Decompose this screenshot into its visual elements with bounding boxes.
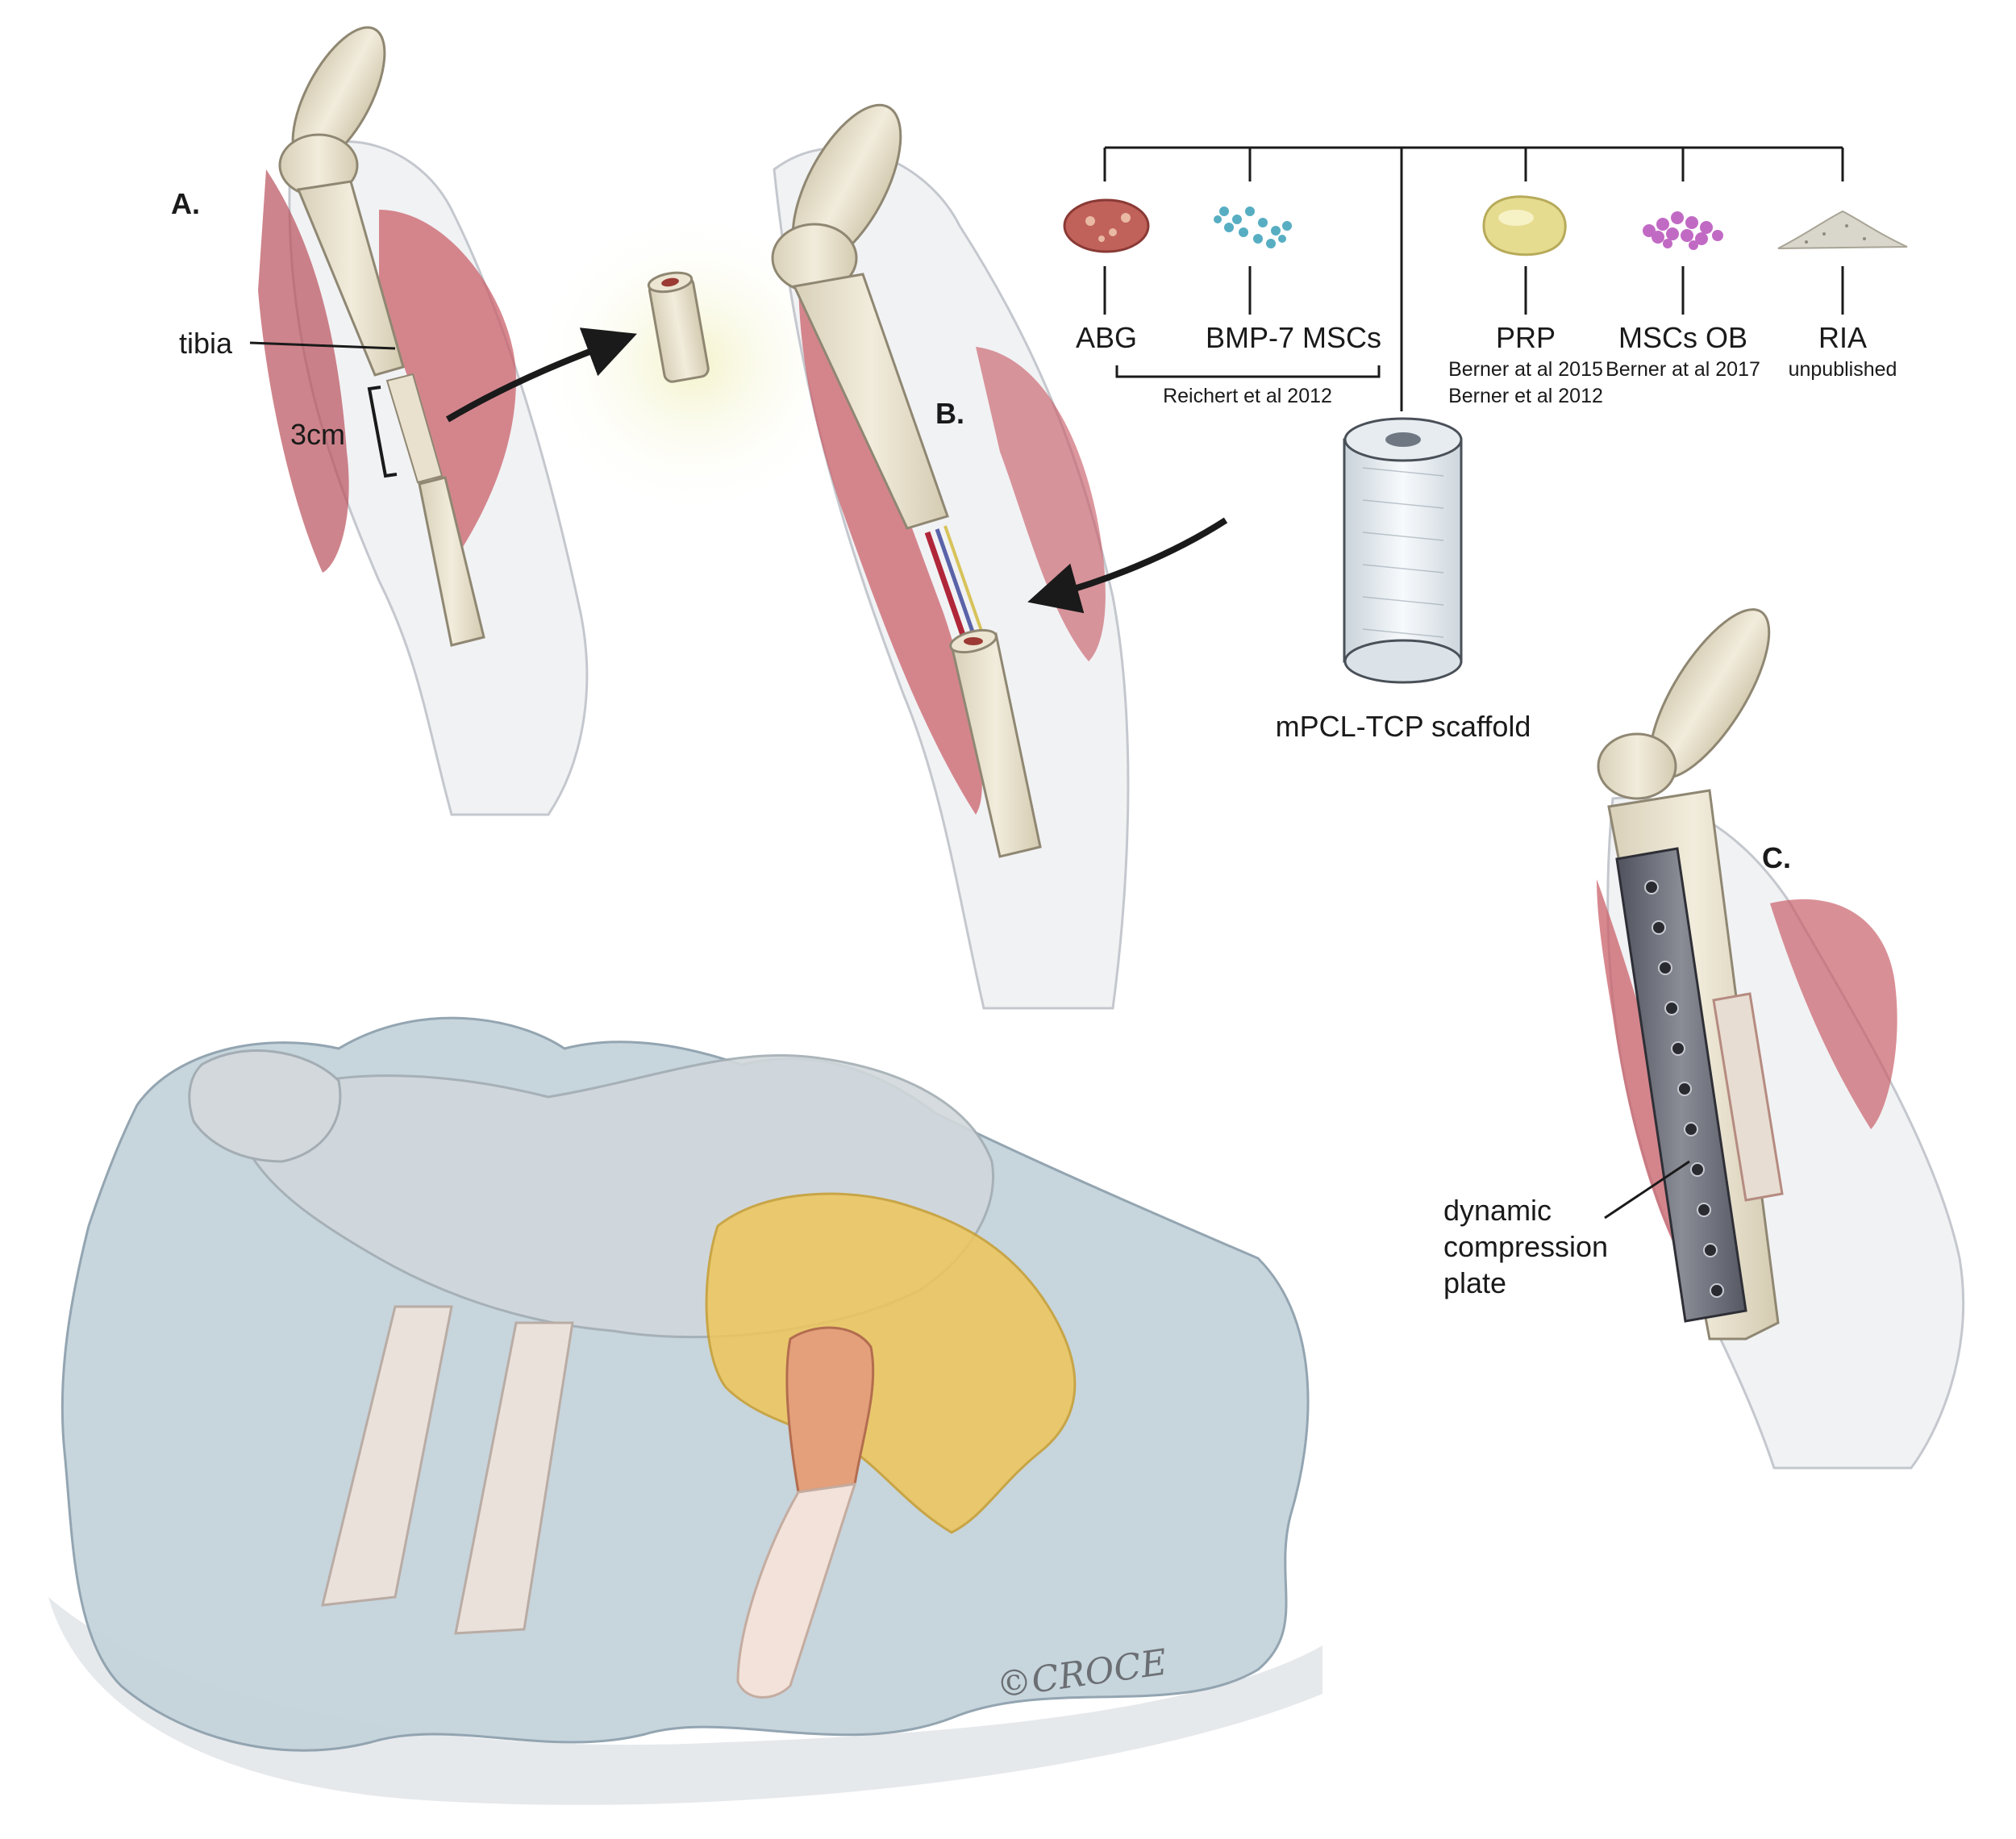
option-label-mscs: MSCs [1302, 321, 1381, 354]
scaffold-cylinder [1343, 417, 1463, 684]
removed-bone-segment [647, 271, 710, 383]
muscle-c-back [1770, 899, 1897, 1129]
panel-c-leg [1597, 608, 1965, 1470]
knee-c [1597, 732, 1677, 800]
sheep-leg-front-2 [454, 1321, 574, 1635]
panel-a-leg [258, 26, 589, 816]
drape-shadow [48, 1597, 1322, 1805]
prp-ref-1: Berner at al 2015 [1448, 358, 1603, 381]
group-bracket [1115, 365, 1381, 378]
scaffold-label: mPCL-TCP scaffold [1275, 710, 1531, 743]
defect-length-label: 3cm [290, 418, 346, 451]
msc-ob-beads-icon [1643, 211, 1723, 250]
tibia-label: tibia [179, 327, 233, 360]
plate-label-line-3: plate [1443, 1266, 1507, 1299]
arrow-b [1027, 517, 1228, 614]
tibia-a-upper [296, 180, 405, 377]
msc-ob-ref: Berner at al 2017 [1606, 358, 1760, 381]
operated-leg-dressing [785, 1326, 875, 1494]
sheep-leg-front-1 [321, 1305, 453, 1607]
prp-drop-icon [1482, 195, 1567, 256]
sheep-drape-scene [48, 1016, 1322, 1805]
panel-label-b: B. [935, 397, 964, 430]
plate-label-line-2: compression [1443, 1230, 1609, 1263]
group-ref: Reichert et al 2012 [1163, 385, 1332, 407]
tibia-b-upper [792, 273, 949, 530]
options-tree [1103, 146, 1844, 411]
vessel-yellow [943, 525, 983, 632]
option-label-bmp7: BMP-7 [1205, 321, 1295, 354]
panel-label-c: C. [1762, 841, 1791, 874]
option-label-abg: ABG [1075, 321, 1138, 354]
tibia-a-defect [385, 373, 444, 484]
sheep-head [188, 1049, 342, 1163]
option-label-msc-ob: MSCs OB [1618, 321, 1748, 354]
muscle-a-front [258, 169, 349, 573]
compression-plate [1615, 847, 1747, 1323]
vessel-red [924, 531, 967, 639]
prp-ref-2: Berner et al 2012 [1448, 385, 1603, 407]
plate-leader-line [1604, 1160, 1690, 1220]
muscle-b-front [798, 274, 982, 815]
panel-b-leg [771, 103, 1130, 1010]
muscle-a-back [379, 210, 516, 565]
tibia-a-lower [418, 476, 485, 647]
panel-label-a: A. [171, 187, 200, 220]
bmp7-beads-icon [1214, 206, 1292, 248]
abg-graft-icon [1063, 198, 1150, 253]
plate-label-line-1: dynamic [1443, 1194, 1552, 1227]
arrow-a [445, 327, 637, 423]
yellow-drape [705, 1192, 1077, 1534]
ria-powder-icon [1777, 210, 1908, 249]
ria-ref: unpublished [1788, 358, 1897, 381]
vessel-blue [935, 528, 976, 635]
tibia-leader-line [249, 341, 396, 350]
scaffold-implant-c [1712, 992, 1784, 1202]
option-label-ria: RIA [1818, 321, 1868, 354]
option-label-prp: PRP [1495, 321, 1556, 354]
defect-bracket [367, 386, 398, 478]
marrow-b [964, 637, 983, 645]
operated-leg-lower [736, 1482, 857, 1699]
